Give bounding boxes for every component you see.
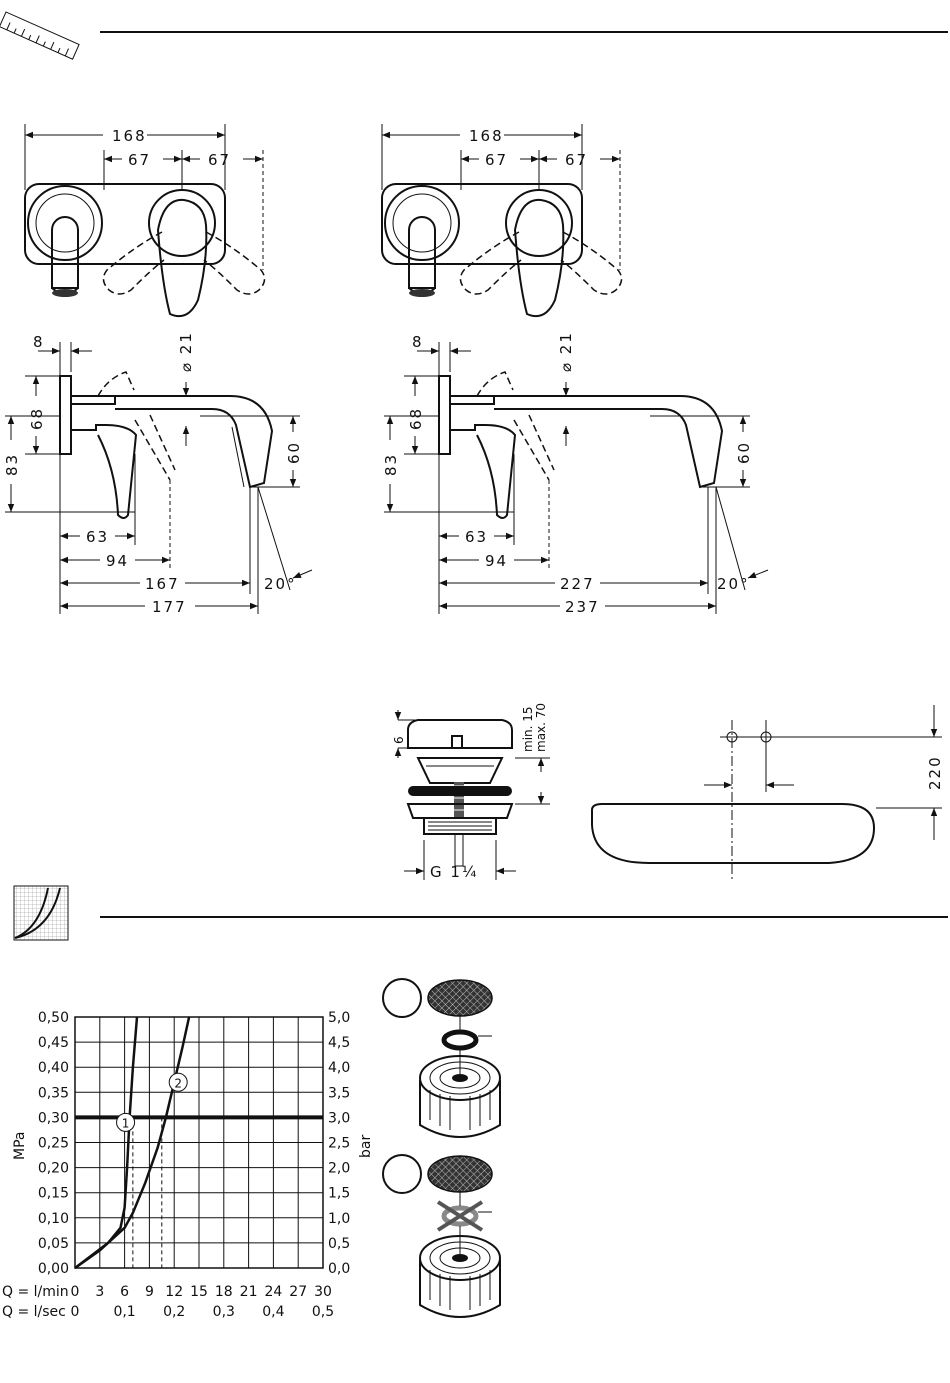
dim-spout-height: 60 bbox=[285, 441, 303, 464]
y-tick-right: 1,0 bbox=[328, 1211, 350, 1227]
dim-plate-thickness: 8 bbox=[412, 333, 424, 351]
x-tick-lmin: 27 bbox=[289, 1284, 307, 1300]
x-tick-lmin: 12 bbox=[165, 1284, 183, 1300]
dim-lever-63: 63 bbox=[86, 528, 109, 546]
basin-drawing: 220 bbox=[592, 705, 944, 880]
dim-overall-width: 168 bbox=[112, 127, 147, 145]
dim-stroke-min: min. 15 bbox=[521, 706, 535, 752]
y-tick-right: 3,0 bbox=[328, 1110, 350, 1126]
dim-projection-177: 177 bbox=[152, 598, 187, 616]
y-tick-left: 0,45 bbox=[38, 1035, 69, 1051]
y-tick-right: 0,5 bbox=[328, 1236, 350, 1252]
faucet-drawing-short: 168 67 67 8 ⌀ 21 bbox=[3, 124, 312, 616]
dim-overall-width: 168 bbox=[469, 127, 504, 145]
dim-lever-94: 94 bbox=[106, 552, 129, 570]
dim-thread-size: G 1¼ bbox=[430, 863, 478, 881]
y-axis-right-label: bar bbox=[358, 1135, 374, 1158]
x-axis-lsec-label: Q = l/sec bbox=[2, 1304, 66, 1320]
x-tick-lmin: 21 bbox=[240, 1284, 258, 1300]
dim-lever-63: 63 bbox=[465, 528, 488, 546]
y-axis-left-label: MPa bbox=[12, 1132, 28, 1160]
dim-spout-height: 60 bbox=[735, 441, 753, 464]
y-tick-right: 0,0 bbox=[328, 1261, 350, 1277]
y-tick-left: 0,50 bbox=[38, 1010, 69, 1026]
y-tick-right: 4,0 bbox=[328, 1060, 350, 1076]
x-tick-lsec: 0,1 bbox=[113, 1304, 135, 1320]
x-tick-lmin: 0 bbox=[71, 1284, 80, 1300]
y-tick-left: 0,05 bbox=[38, 1236, 69, 1252]
x-tick-lmin: 15 bbox=[190, 1284, 208, 1300]
series-label-1: 1 bbox=[122, 1116, 130, 1130]
y-tick-left: 0,30 bbox=[38, 1110, 69, 1126]
dim-lever-94: 94 bbox=[485, 552, 508, 570]
dim-half-left: 67 bbox=[128, 151, 151, 169]
x-tick-lmin: 6 bbox=[120, 1284, 129, 1300]
x-tick-lmin: 9 bbox=[145, 1284, 154, 1300]
x-axis-lmin-label: Q = l/min bbox=[2, 1284, 69, 1300]
x-tick-lsec: 0,4 bbox=[262, 1304, 284, 1320]
y-tick-left: 0,25 bbox=[38, 1136, 69, 1152]
dim-half-right: 67 bbox=[565, 151, 588, 169]
x-tick-lmin: 18 bbox=[215, 1284, 233, 1300]
y-tick-left: 0,00 bbox=[38, 1261, 69, 1277]
faucet-drawing-long: 168 67 67 8 ⌀ 21 bbox=[382, 124, 768, 616]
x-tick-lmin: 24 bbox=[264, 1284, 282, 1300]
y-tick-left: 0,40 bbox=[38, 1060, 69, 1076]
dim-height-83: 83 bbox=[3, 453, 21, 476]
y-tick-right: 5,0 bbox=[328, 1010, 350, 1026]
waste-valve-drawing: 6 G 1¼ min. 15 max. 70 bbox=[392, 703, 550, 881]
y-tick-right: 2,0 bbox=[328, 1161, 350, 1177]
x-tick-lmin: 3 bbox=[95, 1284, 104, 1300]
y-tick-right: 3,5 bbox=[328, 1085, 350, 1101]
dim-projection-167: 167 bbox=[145, 575, 180, 593]
x-tick-lsec: 0,3 bbox=[213, 1304, 235, 1320]
dim-height-83: 83 bbox=[382, 453, 400, 476]
aerator-variant-2 bbox=[383, 1155, 500, 1317]
y-tick-right: 1,5 bbox=[328, 1186, 350, 1202]
flow-chart-icon bbox=[14, 886, 68, 940]
x-tick-lmin: 30 bbox=[314, 1284, 332, 1300]
y-tick-left: 0,10 bbox=[38, 1211, 69, 1227]
dim-half-right: 67 bbox=[208, 151, 231, 169]
dim-projection-237: 237 bbox=[565, 598, 600, 616]
dim-height-68: 68 bbox=[28, 407, 46, 430]
dim-plate-thickness: 8 bbox=[33, 333, 45, 351]
y-tick-right: 4,5 bbox=[328, 1035, 350, 1051]
y-tick-left: 0,35 bbox=[38, 1085, 69, 1101]
dim-spray-angle: 20° bbox=[717, 575, 750, 593]
aerator-variant-1 bbox=[383, 979, 500, 1137]
dim-spray-angle: 20° bbox=[264, 575, 297, 593]
y-tick-right: 2,5 bbox=[328, 1136, 350, 1152]
x-tick-lsec: 0 bbox=[71, 1304, 80, 1320]
dim-height-68: 68 bbox=[407, 407, 425, 430]
y-tick-left: 0,15 bbox=[38, 1186, 69, 1202]
aerator-illustration bbox=[383, 979, 500, 1317]
dim-spout-diameter: ⌀ 21 bbox=[557, 331, 575, 372]
dim-spout-diameter: ⌀ 21 bbox=[177, 331, 195, 372]
dim-projection-227: 227 bbox=[560, 575, 595, 593]
dim-basin-height: 220 bbox=[926, 755, 944, 790]
x-tick-lsec: 0,2 bbox=[163, 1304, 185, 1320]
dim-half-left: 67 bbox=[485, 151, 508, 169]
dim-cap-height: 6 bbox=[392, 736, 406, 744]
flow-rate-chart: 0,000,050,100,150,200,250,300,350,400,45… bbox=[2, 1010, 374, 1320]
dimensions-ruler-icon bbox=[0, 12, 79, 59]
x-tick-lsec: 0,5 bbox=[312, 1304, 334, 1320]
dim-stroke-max: max. 70 bbox=[534, 703, 548, 752]
series-label-2: 2 bbox=[174, 1076, 182, 1090]
y-tick-left: 0,20 bbox=[38, 1161, 69, 1177]
